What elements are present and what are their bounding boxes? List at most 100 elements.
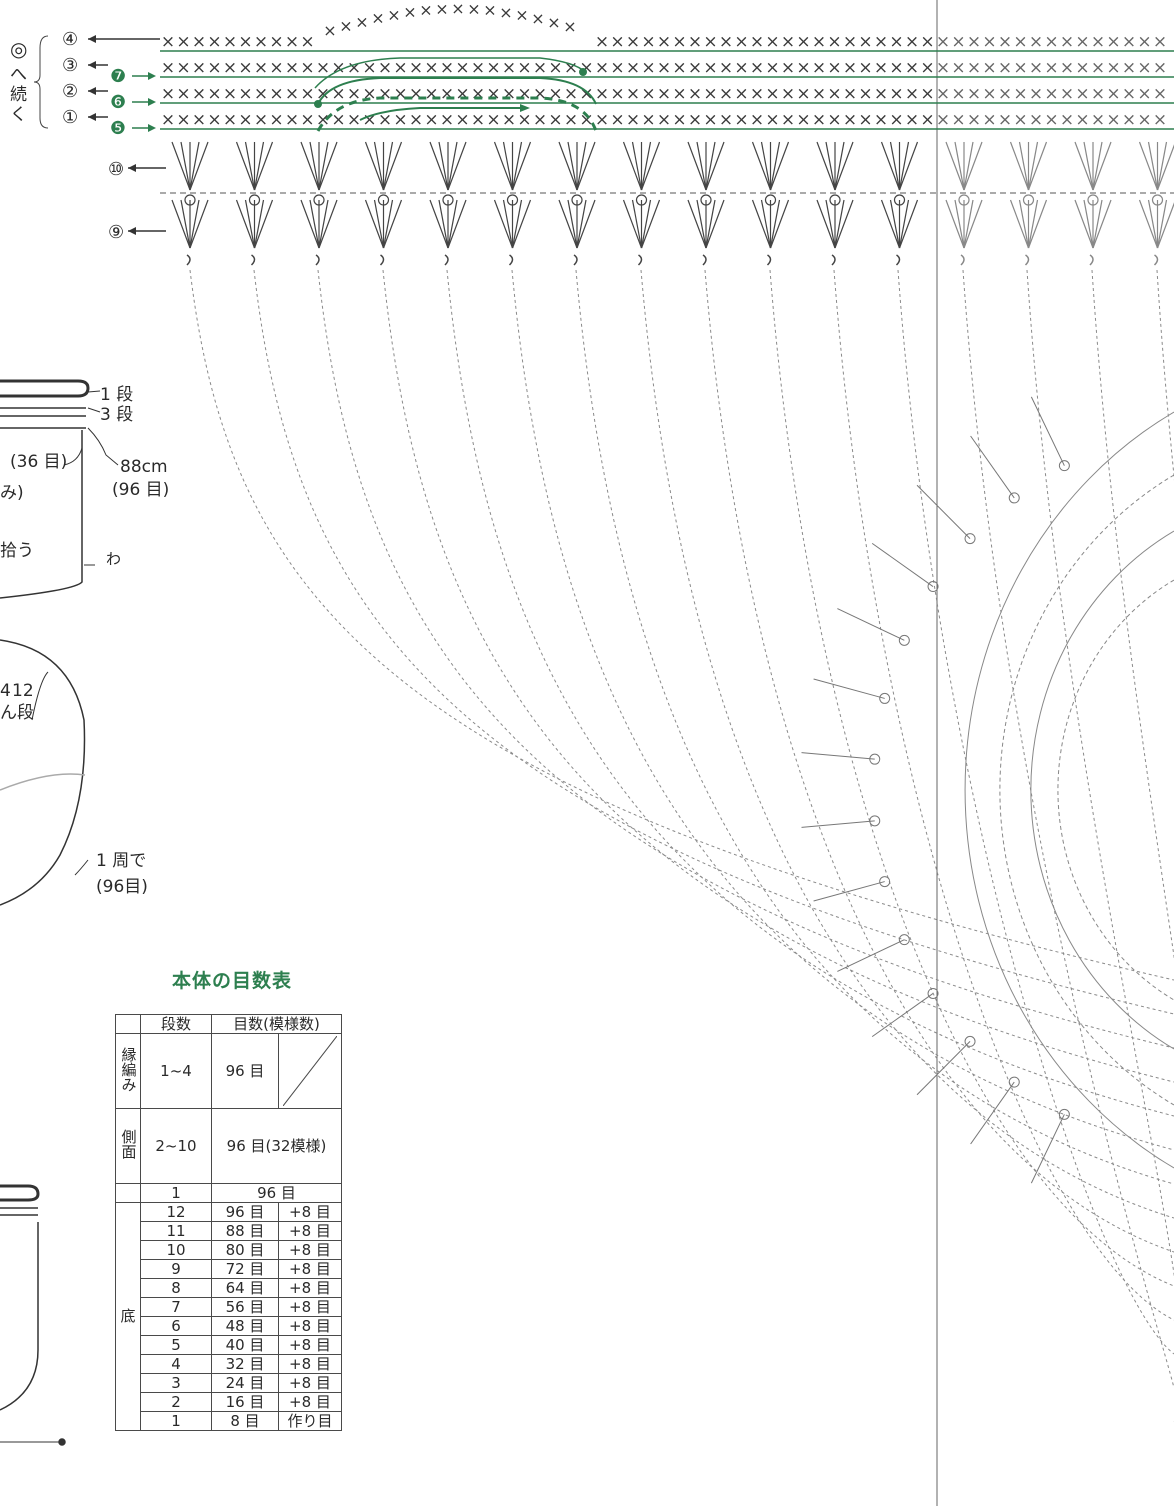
single-crochet-mark: × xyxy=(419,1,432,20)
single-crochet-mark: × xyxy=(858,110,872,130)
single-crochet-mark: × xyxy=(1029,84,1043,104)
bottom-chain-ring xyxy=(964,1035,976,1047)
single-crochet-mark: × xyxy=(455,84,469,104)
bottom-chain-ring xyxy=(964,533,976,545)
single-crochet-mark: × xyxy=(750,58,764,78)
continue-note-text: へ続く xyxy=(10,65,27,125)
single-crochet-mark: × xyxy=(1013,84,1027,104)
single-crochet-mark: × xyxy=(843,110,857,130)
label-circumference-cm: 88cm xyxy=(120,457,168,477)
bottom-stitch xyxy=(970,1081,1015,1145)
single-crochet-mark: × xyxy=(192,84,206,104)
single-crochet-mark: × xyxy=(967,110,981,130)
side-row1-stitches: 96 目 xyxy=(211,1183,342,1203)
double-crochet-stitch xyxy=(1083,141,1094,191)
double-crochet-stitch xyxy=(438,141,449,191)
single-crochet-mark: × xyxy=(796,110,810,130)
single-crochet-mark: × xyxy=(1075,32,1089,52)
table-header-row: 段数 目数(模様数) xyxy=(115,1014,342,1034)
row-marker-1: ① xyxy=(62,107,78,128)
single-crochet-mark: × xyxy=(936,58,950,78)
double-crochet-stitch xyxy=(567,141,578,191)
single-crochet-mark: × xyxy=(254,58,268,78)
bottom-row-number: 1 xyxy=(140,1411,212,1431)
double-crochet-stitch xyxy=(189,141,200,191)
bottom-row-stitches: 88 目 xyxy=(211,1221,279,1241)
double-crochet-stitch xyxy=(631,141,643,191)
single-crochet-mark: × xyxy=(371,9,384,28)
double-crochet-stitch xyxy=(687,199,707,249)
double-crochet-stitch xyxy=(382,199,394,249)
single-crochet-mark: × xyxy=(920,58,934,78)
slip-stitch xyxy=(637,254,643,266)
double-crochet-stitch xyxy=(1018,141,1030,191)
bottom-row-stitches: 56 目 xyxy=(211,1297,279,1317)
double-crochet-stitch xyxy=(1092,141,1112,191)
chain-ring xyxy=(958,194,970,206)
diagonal-slash xyxy=(283,1036,337,1106)
single-crochet-mark: × xyxy=(223,110,237,130)
slip-stitch xyxy=(573,254,578,266)
single-crochet-mark: × xyxy=(564,58,578,78)
single-crochet-mark: × xyxy=(502,84,516,104)
double-crochet-stitch xyxy=(1156,199,1168,249)
single-crochet-mark: × xyxy=(750,84,764,104)
double-crochet-stitch xyxy=(1083,199,1094,249)
row-marker-2: ② xyxy=(62,81,78,102)
single-crochet-mark: × xyxy=(734,110,748,130)
single-crochet-mark: × xyxy=(827,110,841,130)
single-crochet-mark: × xyxy=(982,32,996,52)
double-crochet-stitch xyxy=(318,141,329,191)
single-crochet-mark: × xyxy=(254,32,268,52)
label-pick-fragment: 拾う xyxy=(0,541,34,561)
single-crochet-mark: × xyxy=(440,58,454,78)
single-crochet-mark: × xyxy=(657,58,671,78)
section-edge: 縁編み xyxy=(119,1046,138,1092)
single-crochet-mark: × xyxy=(951,58,965,78)
single-crochet-mark: × xyxy=(967,58,981,78)
single-crochet-mark: × xyxy=(440,110,454,130)
double-crochet-stitch xyxy=(696,141,707,191)
single-crochet-mark: × xyxy=(387,5,400,24)
single-crochet-mark: × xyxy=(223,84,237,104)
slip-stitch xyxy=(250,254,256,266)
single-crochet-mark: × xyxy=(161,32,175,52)
single-crochet-mark: × xyxy=(564,110,578,130)
single-crochet-mark: × xyxy=(734,32,748,52)
single-crochet-mark: × xyxy=(874,58,888,78)
double-crochet-stitch xyxy=(963,199,983,249)
single-crochet-mark: × xyxy=(858,32,872,52)
single-crochet-mark: × xyxy=(626,58,640,78)
label-mi-fragment: み) xyxy=(0,483,24,503)
single-crochet-mark: × xyxy=(192,110,206,130)
double-crochet-stitch xyxy=(309,199,320,249)
bottom-chain-ring xyxy=(1008,492,1020,504)
single-crochet-mark: × xyxy=(874,32,888,52)
bottom-row-stitches: 40 目 xyxy=(211,1335,279,1355)
bottom-row-number: 3 xyxy=(140,1373,212,1393)
single-crochet-mark: × xyxy=(936,32,950,52)
single-crochet-mark: × xyxy=(486,84,500,104)
bottom-row-stitches: 64 目 xyxy=(211,1278,279,1298)
double-crochet-stitch xyxy=(1156,144,1174,191)
single-crochet-mark: × xyxy=(347,110,361,130)
single-crochet-mark: × xyxy=(285,58,299,78)
single-crochet-mark: × xyxy=(843,32,857,52)
single-crochet-mark: × xyxy=(192,32,206,52)
single-crochet-mark: × xyxy=(765,110,779,130)
bottom-row-increase: +8 目 xyxy=(278,1278,342,1298)
double-crochet-stitch xyxy=(640,141,661,191)
double-crochet-stitch xyxy=(189,199,200,249)
single-crochet-mark: × xyxy=(1075,110,1089,130)
single-crochet-mark: × xyxy=(393,58,407,78)
double-crochet-stitch xyxy=(558,199,578,249)
single-crochet-mark: × xyxy=(176,84,190,104)
guide-curve xyxy=(317,269,1174,1049)
chain-ring xyxy=(313,194,325,206)
double-crochet-stitch xyxy=(1092,199,1112,249)
single-crochet-mark: × xyxy=(905,84,919,104)
single-crochet-mark: × xyxy=(223,58,237,78)
